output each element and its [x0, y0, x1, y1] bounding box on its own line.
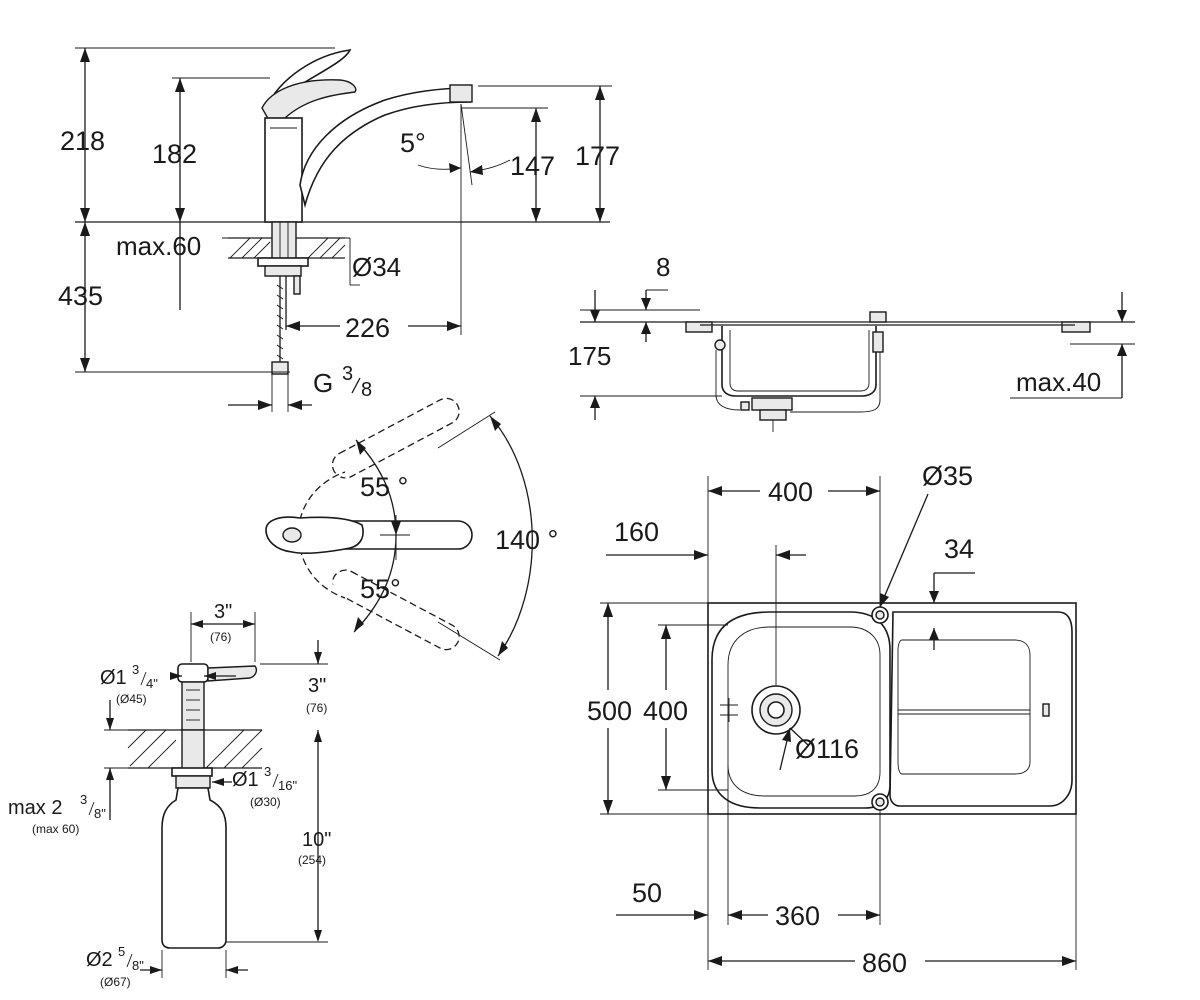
- hose: [271, 275, 301, 375]
- disp-shank-whole: Ø1: [232, 769, 259, 791]
- faucet-top-view: 55 ° 55° 140 °: [265, 397, 558, 661]
- faucet-side-view: 218 182 177 147 5° max.60 Ø34: [58, 47, 620, 412]
- dim-max-deck-sink: max.40: [1016, 367, 1101, 397]
- dim-connection-den: 8: [361, 379, 372, 401]
- disp-neck-num: 3: [132, 662, 139, 677]
- dim-spout-height: 177: [575, 141, 620, 171]
- disp-deck-whole: max 2: [8, 797, 62, 819]
- dim-connection-num: 3: [342, 363, 353, 385]
- disp-neck-whole: Ø1: [100, 667, 127, 689]
- sink-plan-view: 400 Ø35 160 34 500 400: [587, 461, 1077, 978]
- disp-shank-den: 16": [278, 778, 297, 793]
- dim-tap-hole: Ø35: [922, 461, 973, 491]
- sink-section-view: 8 175 max.40: [568, 252, 1135, 432]
- dim-bowl-width: 400: [768, 477, 813, 507]
- angle-up: 55 °: [360, 472, 408, 502]
- dim-drainer-inset: 34: [944, 534, 974, 564]
- disp-top-width: 3": [214, 601, 232, 623]
- disp-head-height-mm: (76): [306, 701, 327, 715]
- dim-max-deck: max.60: [116, 231, 201, 261]
- disp-top-width-mm: (76): [210, 630, 231, 644]
- dim-total-width: 860: [862, 948, 907, 978]
- angle-down: 55°: [360, 574, 401, 604]
- disp-shank-num: 3: [264, 764, 271, 779]
- dim-waste: Ø116: [795, 734, 859, 764]
- disp-shank-mm: (Ø30): [250, 795, 281, 809]
- dispenser-countertop-hatch: [127, 729, 263, 769]
- dim-height-body: 182: [152, 139, 197, 169]
- dim-bowl-inner: 360: [775, 901, 820, 931]
- disp-deck-den: 8": [94, 806, 106, 821]
- disp-bottle-num: 5: [118, 944, 125, 959]
- disp-deck-num: 3: [80, 792, 87, 807]
- angle-swing-total: 140 °: [495, 525, 558, 555]
- dim-swivel-tilt: 5°: [400, 128, 426, 158]
- soap-dispenser-view: 3" (76) 3" (76) Ø1 3 4" (Ø45) Ø1 3 16" (…: [8, 601, 331, 989]
- dim-rim: 8: [656, 252, 670, 282]
- disp-bottle-whole: Ø2: [86, 949, 113, 971]
- dim-spout-reach: 226: [345, 313, 390, 343]
- disp-neck-den: 4": [146, 676, 158, 691]
- disp-deck-mm: (max 60): [32, 822, 79, 836]
- dim-total-depth: 500: [587, 696, 632, 726]
- disp-bottle-den: 8": [132, 958, 144, 973]
- dim-height-total: 218: [60, 126, 105, 156]
- dim-offset-left: 160: [614, 517, 659, 547]
- dim-hose-length: 435: [58, 281, 103, 311]
- dim-edge-margin: 50: [632, 878, 662, 908]
- dim-spout-clearance: 147: [510, 151, 555, 181]
- countertop-hatch: [229, 237, 346, 259]
- dim-hole-diameter: Ø34: [352, 252, 401, 282]
- disp-head-height: 3": [308, 675, 326, 697]
- disp-bottle-mm: (Ø67): [100, 975, 131, 989]
- dim-bowl-depth: 400: [643, 696, 688, 726]
- disp-neck-mm: (Ø45): [116, 692, 147, 706]
- dim-depth: 175: [568, 341, 611, 371]
- disp-bottle-height: 10": [302, 829, 331, 851]
- disp-bottle-height-mm: (254): [298, 853, 326, 867]
- dim-connection: G: [313, 368, 333, 398]
